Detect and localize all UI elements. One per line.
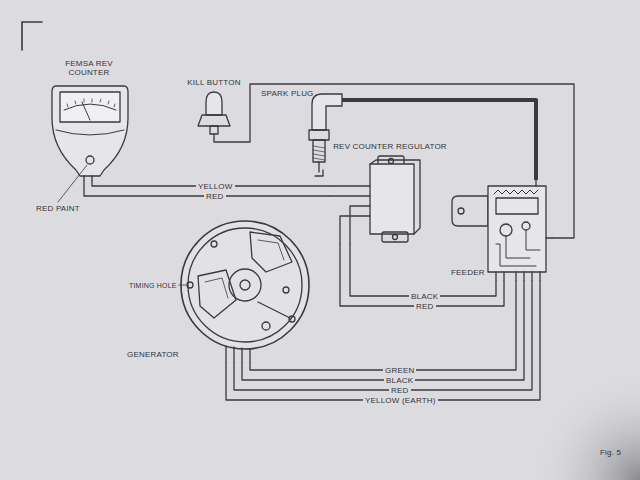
leader-line	[179, 285, 186, 286]
wire-colour: YELLOW	[196, 182, 235, 191]
red-paint-dot	[86, 156, 94, 164]
screw	[393, 235, 398, 240]
kill-button: KILL BUTTON	[182, 76, 246, 138]
coil-winding	[494, 190, 538, 194]
generator-rim	[188, 228, 302, 342]
leader-line	[58, 165, 87, 202]
screw	[211, 241, 217, 247]
wire	[226, 280, 540, 400]
rev-counter-regulator: REV COUNTER REGULATOR	[330, 140, 450, 244]
wire-colour: YELLOW (EARTH)	[363, 396, 438, 405]
wire	[340, 244, 504, 306]
part-name: KILL BUTTON	[187, 78, 240, 87]
plug-electrode	[315, 162, 323, 176]
dial-ticks	[67, 99, 115, 107]
regulator-body	[370, 164, 414, 234]
mounting-tab	[382, 232, 408, 242]
wire-colour: BLACK	[384, 376, 415, 385]
wire	[242, 280, 524, 380]
wire-colour: RED	[414, 302, 436, 311]
wire-stub	[84, 176, 92, 180]
part-name: GENERATOR	[127, 350, 179, 359]
wire-stub	[213, 134, 214, 138]
wire	[350, 244, 496, 296]
plug-cap	[312, 94, 342, 130]
internal-wiring	[496, 230, 540, 266]
dial-scale	[64, 104, 116, 110]
wire-stub	[226, 346, 250, 362]
timing-hole	[187, 282, 193, 288]
regulator-side	[370, 160, 420, 234]
part-name: SPARK PLUG	[261, 89, 314, 98]
plug-thread	[313, 146, 325, 160]
coil-plate-detail	[258, 240, 284, 260]
kill-button-cap	[206, 92, 222, 115]
wire-stub	[496, 180, 552, 280]
kill-button-stem	[210, 126, 218, 134]
part-name: FEMSA REV COUNTER	[58, 59, 120, 77]
component	[500, 224, 512, 236]
screw	[389, 159, 394, 164]
shaft	[240, 280, 250, 290]
coil-plate	[250, 232, 292, 272]
feeder: FEEDER	[448, 180, 552, 280]
pivot	[289, 316, 295, 322]
plug-body	[313, 140, 325, 162]
ht-lead	[342, 100, 536, 180]
coil-plate-detail	[205, 278, 228, 298]
cam	[229, 269, 261, 301]
kill-button-base	[198, 115, 230, 126]
plug-hex	[309, 130, 329, 140]
rev-counter: FEMSA REV COUNTER	[46, 58, 132, 180]
dial-window	[60, 92, 120, 122]
figure-number: Fig. 5	[600, 448, 621, 457]
wire-colour: BLACK	[409, 292, 440, 301]
feeder-bracket	[452, 196, 488, 226]
wire-stub	[330, 186, 370, 244]
wire	[214, 84, 574, 238]
rev-counter-body	[52, 86, 128, 176]
corner-mark	[22, 22, 42, 50]
part-name: REV COUNTER REGULATOR	[333, 142, 447, 151]
wire	[234, 280, 532, 390]
wire	[250, 280, 516, 370]
part-note: RED PAINT	[36, 204, 80, 213]
generator-housing	[181, 221, 309, 349]
coil-plate	[198, 270, 236, 318]
component	[522, 222, 530, 230]
feeder-body	[488, 186, 546, 272]
screw-hole	[458, 208, 464, 214]
screw	[262, 322, 270, 330]
dial-needle	[82, 102, 90, 120]
wire-colour: RED	[389, 386, 411, 395]
dial-bezel	[56, 130, 124, 135]
part-note: TIMING HOLE	[129, 281, 177, 290]
contact-breaker	[258, 302, 290, 318]
spark-plug: SPARK PLUG	[258, 88, 342, 184]
part-name: FEEDER	[451, 268, 485, 277]
screw	[283, 287, 289, 293]
wire-colour: RED	[204, 192, 226, 201]
wire-colour: GREEN	[383, 366, 416, 375]
coil	[496, 198, 538, 214]
